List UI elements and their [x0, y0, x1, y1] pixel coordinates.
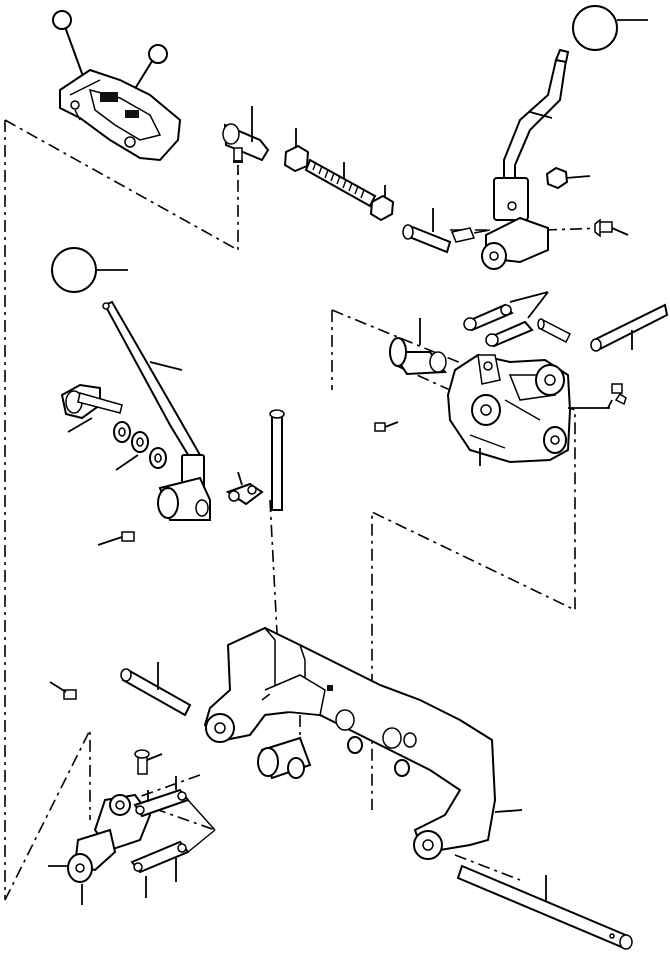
- washer-stack: [113, 421, 167, 471]
- rod-end: [222, 106, 270, 163]
- shift-housing: [446, 353, 572, 466]
- hex-nut-2: [369, 185, 395, 222]
- right-gear-lever: [481, 5, 648, 270]
- inner-bushing: [257, 736, 312, 780]
- lock-nut-upper: [545, 166, 591, 190]
- spacer-bushing: [389, 318, 447, 376]
- long-pin-right: [590, 303, 669, 352]
- clevis-link-left: [60, 383, 123, 433]
- link-guides: [187, 799, 216, 853]
- shift-tower-assembly: [52, 10, 182, 162]
- grease-fitting-lower: [49, 681, 77, 700]
- bell-crank: [48, 793, 152, 905]
- long-pin: [269, 409, 285, 511]
- link-plate-lower: [130, 840, 190, 898]
- grease-fitting-left: [97, 531, 135, 546]
- left-gear-lever: [51, 247, 211, 521]
- grease-fitting-housing-left: [374, 421, 399, 432]
- shaft-lower: [456, 864, 633, 950]
- main-bracket: [203, 626, 523, 860]
- grease-fitting-right: [594, 218, 629, 238]
- bolt-right: [537, 318, 572, 344]
- bolt-upper: [450, 227, 491, 243]
- pin-lower-left: [120, 662, 192, 717]
- clevis-pin-upper: [402, 208, 452, 254]
- clevis-pin-lower: [134, 749, 163, 775]
- grease-fitting-housing: [568, 383, 627, 409]
- hex-nut-1: [283, 128, 310, 173]
- pivot-links-upper: [463, 291, 549, 348]
- threaded-rod: [304, 158, 377, 208]
- small-link: [225, 471, 264, 506]
